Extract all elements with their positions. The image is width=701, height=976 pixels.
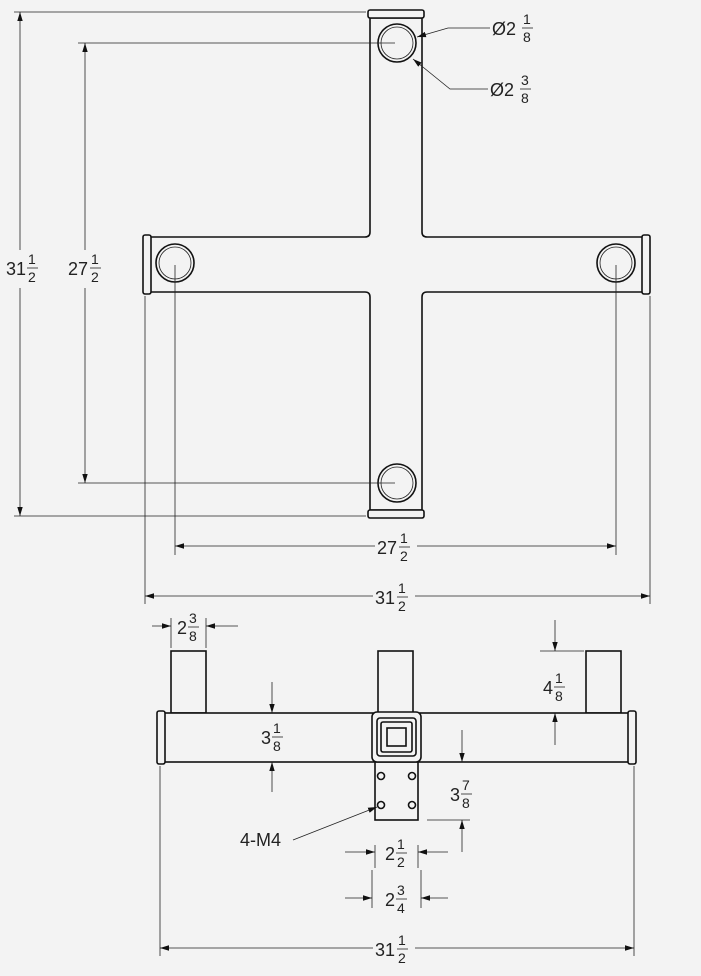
left-end-cap [142, 234, 152, 295]
svg-text:1: 1 [91, 251, 99, 267]
top-view: 31 1 2 27 1 2 27 1 2 [4, 9, 651, 618]
dim-upright-height: 4 1 8 [540, 620, 584, 745]
callout-outer-diameter: Ø2 3 8 [412, 58, 531, 106]
svg-text:7: 7 [462, 777, 470, 793]
svg-text:8: 8 [555, 688, 563, 704]
svg-text:Ø2: Ø2 [490, 80, 514, 100]
svg-text:1: 1 [555, 670, 563, 686]
center-hub [371, 711, 422, 763]
dim-hole-spacing-vertical: 27 1 2 [66, 42, 395, 484]
svg-text:4: 4 [397, 900, 405, 916]
bolt-holes [376, 771, 417, 810]
dim-hole-spacing-horizontal: 27 1 2 [174, 265, 617, 568]
svg-text:2: 2 [91, 269, 99, 285]
svg-text:8: 8 [189, 628, 197, 644]
svg-text:4: 4 [543, 678, 553, 698]
dim-overall-width-front: 31 1 2 [159, 766, 635, 972]
svg-text:27: 27 [377, 538, 397, 558]
svg-text:31: 31 [375, 588, 395, 608]
tube-cap-right [627, 710, 637, 765]
svg-text:8: 8 [523, 29, 531, 45]
svg-text:3: 3 [261, 728, 271, 748]
mounting-plate [374, 761, 419, 821]
top-end-cap [367, 9, 425, 19]
svg-text:3: 3 [450, 785, 460, 805]
svg-text:1: 1 [273, 720, 281, 736]
svg-text:4-M4: 4-M4 [240, 830, 281, 850]
bottom-end-cap [367, 509, 425, 519]
upright-center [377, 650, 414, 714]
upright-right [585, 650, 622, 714]
dim-tube-height: 3 1 8 [261, 682, 283, 792]
upright-left [170, 650, 207, 714]
svg-text:2: 2 [177, 618, 187, 638]
svg-text:31: 31 [375, 940, 395, 960]
svg-text:27: 27 [68, 259, 88, 279]
dim-plate-height: 3 7 8 [427, 730, 472, 852]
dim-upright-width: 2 3 8 [152, 610, 238, 648]
svg-text:2: 2 [400, 548, 408, 564]
svg-text:8: 8 [273, 738, 281, 754]
svg-text:1: 1 [400, 530, 408, 546]
callout-bolts: 4-M4 [240, 806, 378, 850]
svg-text:2: 2 [385, 890, 395, 910]
dim-overall-width-top: 31 1 2 [144, 296, 651, 618]
right-end-cap [641, 234, 651, 295]
svg-text:1: 1 [28, 251, 36, 267]
svg-text:3: 3 [189, 610, 197, 626]
svg-text:31: 31 [6, 259, 26, 279]
dim-hub-width: 2 3 4 [345, 870, 448, 916]
svg-text:3: 3 [521, 72, 529, 88]
svg-text:2: 2 [398, 598, 406, 614]
mounting-holes [155, 23, 636, 503]
dim-plate-width: 2 1 2 [345, 836, 448, 870]
dim-overall-height: 31 1 2 [4, 11, 366, 517]
svg-text:8: 8 [521, 90, 529, 106]
svg-text:3: 3 [397, 882, 405, 898]
svg-text:1: 1 [398, 580, 406, 596]
cross-base-outline [149, 17, 646, 511]
svg-text:2: 2 [28, 269, 36, 285]
tube-cap-left [156, 710, 166, 765]
callout-inner-diameter: Ø2 1 8 [416, 11, 533, 45]
svg-text:1: 1 [523, 11, 531, 27]
front-view: 2 3 8 4 1 8 3 1 8 3 [152, 610, 637, 972]
svg-text:Ø2: Ø2 [492, 19, 516, 39]
svg-text:8: 8 [462, 795, 470, 811]
svg-text:2: 2 [398, 950, 406, 966]
svg-text:2: 2 [385, 844, 395, 864]
svg-text:1: 1 [397, 836, 405, 852]
svg-text:2: 2 [397, 854, 405, 870]
svg-text:1: 1 [398, 932, 406, 948]
